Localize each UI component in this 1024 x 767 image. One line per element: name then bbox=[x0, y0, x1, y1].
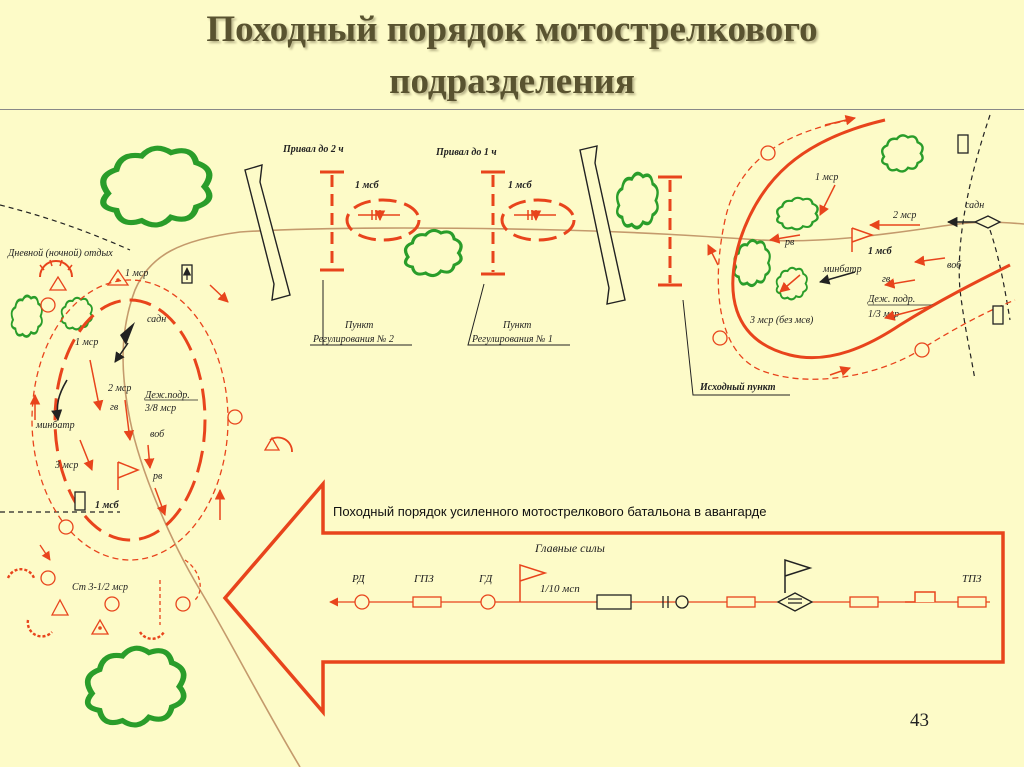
label-right-re: рв bbox=[784, 237, 795, 248]
label-traffic-point-1-a: Пункт bbox=[502, 320, 531, 331]
legend-gd: ГД bbox=[478, 573, 493, 585]
forest-icon bbox=[88, 648, 184, 725]
label-left-1msr-top: 1 мср bbox=[125, 268, 148, 279]
start-line bbox=[658, 175, 682, 287]
label-left-outpost: Ст 3-1/2 мср bbox=[72, 582, 128, 593]
label-right-1msr: 1 мср bbox=[815, 172, 838, 183]
rest-area-left: Дневной (ночной) отдых 1 мср садн 1 мср … bbox=[6, 248, 293, 640]
label-right-duty-b: 1/3 мср bbox=[868, 309, 899, 320]
halt-line-2h bbox=[320, 170, 344, 272]
label-day-night-rest: Дневной (ночной) отдых bbox=[7, 248, 113, 259]
column-oval-1h bbox=[500, 198, 576, 242]
label-right-1msb: 1 мсб bbox=[868, 246, 893, 257]
halt-line-1h bbox=[481, 170, 505, 276]
label-right-duty-a: Деж. подр. bbox=[867, 294, 915, 305]
obstacle-strip-left bbox=[244, 164, 291, 301]
legend-tpz: ТПЗ bbox=[962, 573, 982, 585]
label-left-duty-a: Деж.подр. bbox=[144, 390, 190, 401]
label-left-re: рв bbox=[152, 471, 163, 482]
boundary-right-a bbox=[958, 114, 991, 381]
label-start-point: Исходный пункт bbox=[699, 382, 776, 393]
label-left-3msr: 3 мср bbox=[54, 460, 78, 471]
forest-icon bbox=[732, 238, 772, 288]
label-traffic-point-1-b: Регулирования № 1 bbox=[471, 334, 553, 345]
forest-icon bbox=[615, 171, 660, 230]
label-left-duty-b: 3/8 мср bbox=[144, 403, 176, 414]
label-halt-2h: Привал до 2 ч bbox=[282, 144, 344, 155]
label-left-1msr: 1 мср bbox=[75, 337, 98, 348]
forest-icon bbox=[776, 196, 819, 231]
label-right-ge: гв bbox=[882, 274, 891, 285]
forest-icon bbox=[403, 228, 463, 278]
march-order-legend: Походный порядок усиленного мотострелков… bbox=[222, 479, 1005, 717]
label-left-ge: гв bbox=[110, 402, 119, 413]
label-left-2msr: 2 мср bbox=[108, 383, 131, 394]
label-halt-1h: Привал до 1 ч bbox=[435, 147, 497, 158]
legend-main-forces: Главные силы bbox=[534, 541, 605, 555]
slide-title: Походный порядок мотострелкового подразд… bbox=[0, 4, 1024, 108]
boundary-right-b bbox=[989, 229, 1011, 321]
title-divider bbox=[0, 109, 1024, 110]
label-traffic-point-2-b: Регулирования № 2 bbox=[312, 334, 394, 345]
label-right-vob: воб bbox=[947, 260, 962, 271]
legend-rd: РД bbox=[351, 573, 366, 585]
page-number: 43 bbox=[910, 710, 929, 731]
title-line-1: Походный порядок мотострелкового bbox=[206, 9, 818, 50]
forest-icon bbox=[775, 266, 809, 301]
label-msb-top-1: 1 мсб bbox=[355, 180, 380, 191]
forest-icon bbox=[103, 148, 209, 225]
forest-icon bbox=[881, 134, 924, 173]
label-left-sadn: садн bbox=[147, 314, 166, 325]
label-left-1msb: 1 мсб bbox=[95, 500, 120, 511]
deployment-area-right: 1 мср садн 2 мср рв 1 мсб минбатр воб гв… bbox=[707, 115, 1016, 380]
label-msb-top-2: 1 мсб bbox=[508, 180, 533, 191]
label-left-minbatr: минбатр bbox=[35, 420, 75, 431]
forest-icon bbox=[10, 294, 44, 338]
road bbox=[122, 221, 1024, 767]
obstacle-strip-right bbox=[579, 145, 626, 305]
boundary-left-top bbox=[0, 204, 131, 251]
legend-msp: 1/10 мсп bbox=[540, 583, 580, 595]
label-left-vob: воб bbox=[150, 429, 165, 440]
column-oval-2h bbox=[345, 198, 421, 242]
label-right-3msr: 3 мср (без мсв) bbox=[749, 315, 814, 326]
legend-heading: Походный порядок усиленного мотострелков… bbox=[333, 504, 766, 519]
label-traffic-point-2-a: Пункт bbox=[344, 320, 373, 331]
legend-gpz: ГПЗ bbox=[413, 573, 434, 585]
label-right-minbatr: минбатр bbox=[822, 264, 862, 275]
label-right-2msr: 2 мср bbox=[893, 210, 916, 221]
label-right-sadn: садн bbox=[965, 200, 984, 211]
title-line-2: подразделения bbox=[389, 61, 635, 102]
